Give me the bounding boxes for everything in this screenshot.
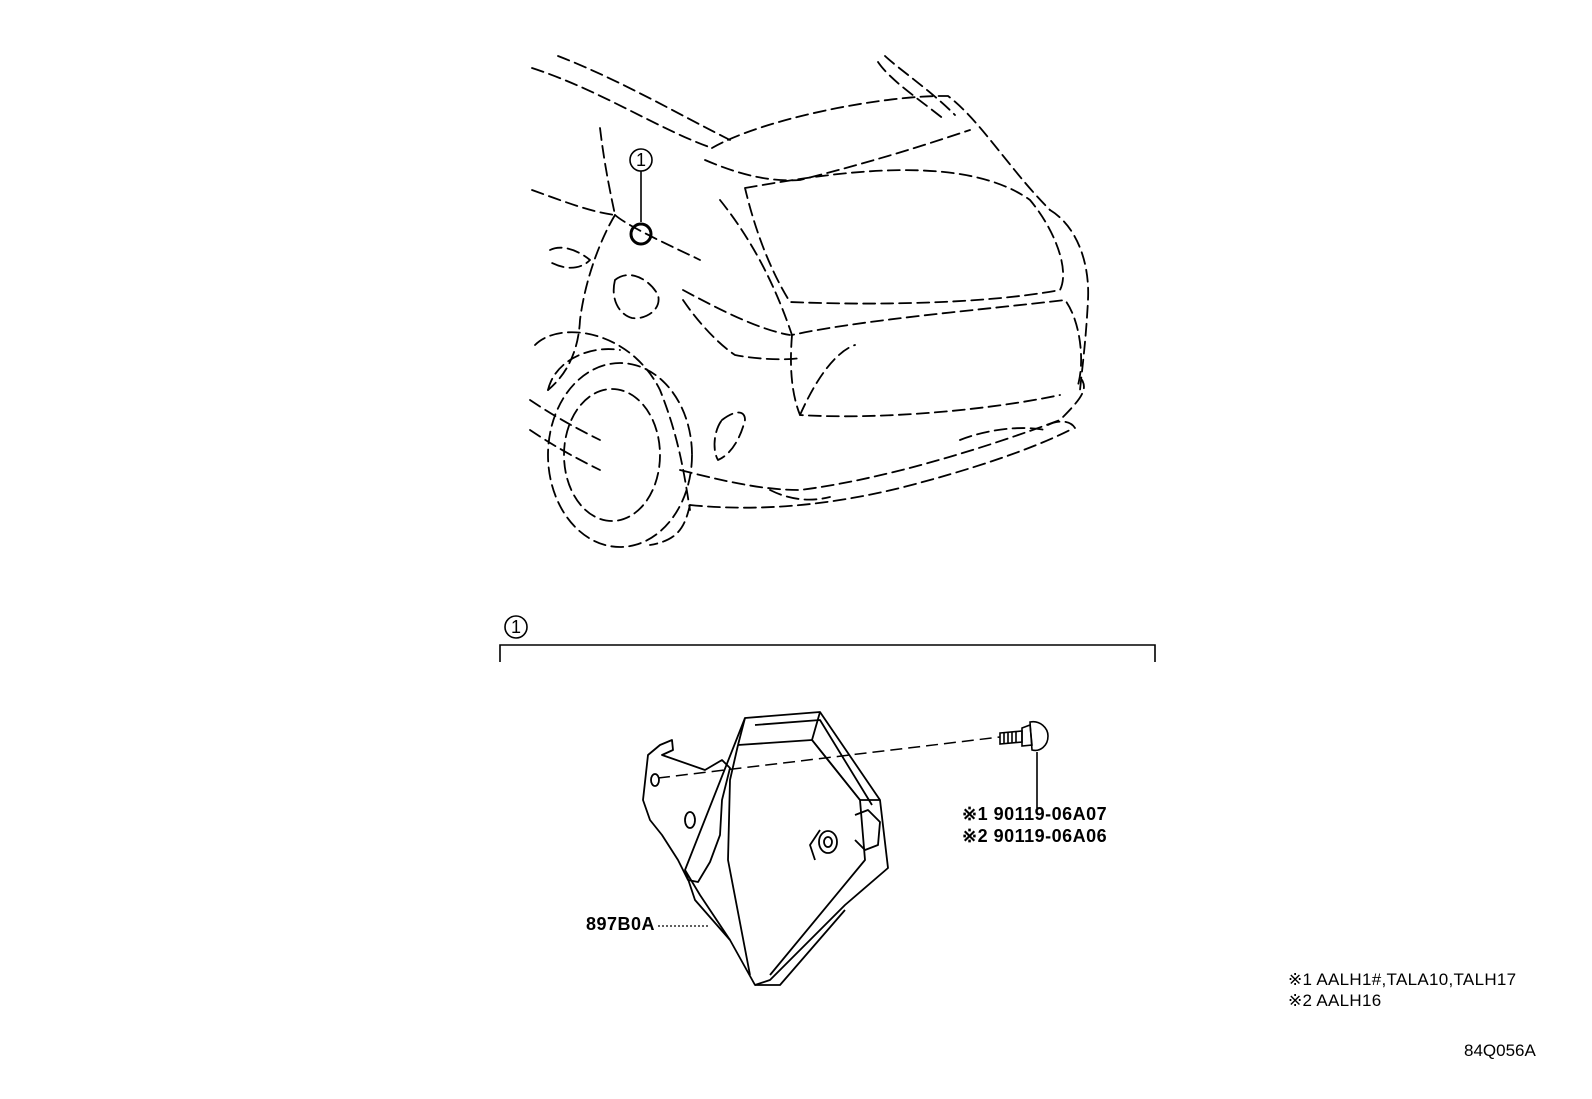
bolt-part-number-1[interactable]: ※1 90119-06A07 xyxy=(962,804,1108,824)
vehicle-rear-outline xyxy=(529,55,1090,548)
applicability-note-1: ※1 AALH1#,TALA10,TALH17 xyxy=(1288,970,1517,989)
callout-number-group: 1 xyxy=(511,617,521,637)
vehicle-location-marker xyxy=(629,148,653,246)
bolt-drawing xyxy=(999,720,1049,808)
callout-number-vehicle: 1 xyxy=(636,150,646,170)
control-module-drawing xyxy=(642,711,889,986)
bolt-part-number-2[interactable]: ※2 90119-06A06 xyxy=(962,826,1108,846)
figure-id: 84Q056A xyxy=(1464,1041,1536,1060)
applicability-note-2: ※2 AALH16 xyxy=(1288,991,1382,1010)
module-location-dot xyxy=(629,222,653,246)
assembly-group-bracket xyxy=(499,615,1156,662)
callout-circle-group xyxy=(504,615,528,639)
assembly-line xyxy=(657,736,1001,779)
module-part-number[interactable]: 897B0A xyxy=(586,914,656,934)
